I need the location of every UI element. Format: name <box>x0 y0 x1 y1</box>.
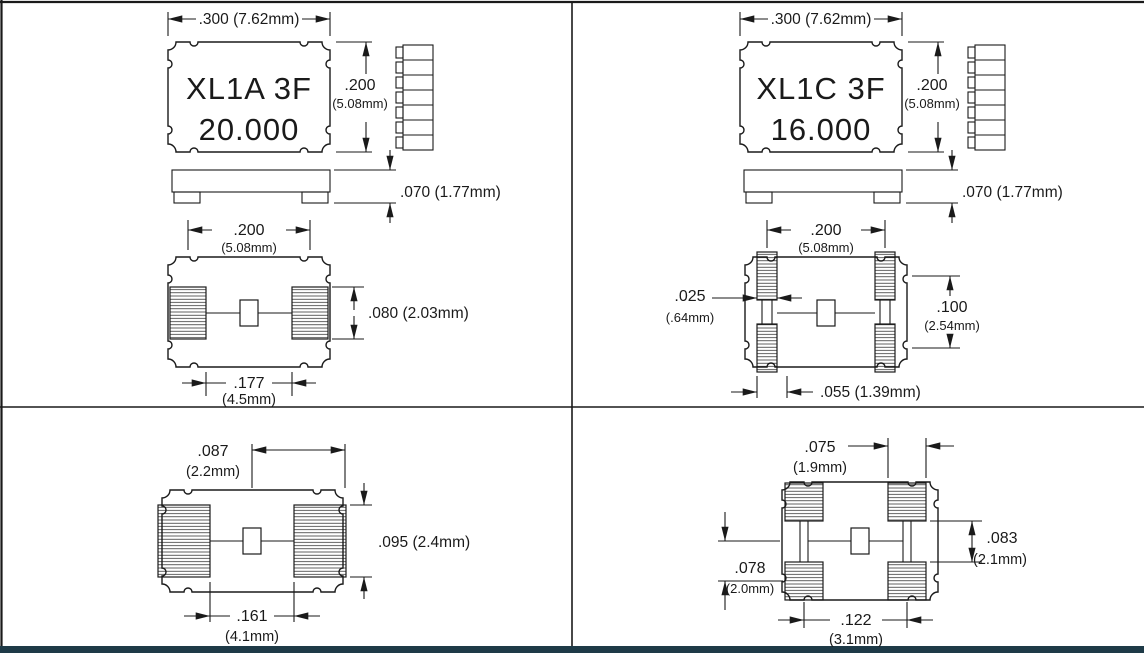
dim-label-mm: (2.0mm) <box>726 581 774 596</box>
xl1c-dim-row-pitch: .100 (2.54mm) <box>912 275 980 349</box>
dim-label-mm: (.64mm) <box>666 310 714 325</box>
xl1a-dim-body-width: .300 (7.62mm) <box>167 11 331 36</box>
dim-label-mm: (2.1mm) <box>973 552 1027 568</box>
land-dim-col-gap: .078 (2.0mm) <box>718 512 783 610</box>
xl1a-bottom-view <box>167 256 331 368</box>
dim-label-in: .087 <box>197 443 228 460</box>
xl1a-end-view <box>395 44 434 151</box>
dim-label-mm: (5.08mm) <box>332 96 388 111</box>
xl1c-side-view <box>743 169 903 204</box>
xl1c-dim-pad-offset: .055 (1.39mm) <box>731 376 921 401</box>
left-pad <box>169 286 207 340</box>
xl1a-dim-body-height: .200 (5.08mm) <box>332 41 388 153</box>
dim-label-mm: (2.54mm) <box>924 318 980 333</box>
dim-label-mm: (2.2mm) <box>186 464 240 480</box>
crystal-element <box>242 527 262 555</box>
right-pad <box>291 286 329 340</box>
dim-label-in: .200 <box>916 77 947 94</box>
land-dim-span: .161 (4.1mm) <box>184 582 320 645</box>
crystal-element <box>239 299 259 327</box>
right-land-pad <box>293 504 347 578</box>
pad-top-left <box>756 251 778 301</box>
xl1a-dim-thickness: .070 (1.77mm) <box>334 150 501 223</box>
land-pad-bottom-left <box>784 561 824 601</box>
xl1c-part-number: XL1C 3F <box>756 71 885 106</box>
xl1c-end-view <box>967 44 1006 151</box>
xl1c-dim-pad-width: .025 (.64mm) <box>666 288 802 325</box>
xl1a-part-number: XL1A 3F <box>186 71 312 106</box>
panel-bottom-left-land-pattern: .087 (2.2mm) .095 (2.4mm) .161 (4.1mm) <box>157 443 470 645</box>
xl1c-dim-body-height: .200 (5.08mm) <box>904 41 960 153</box>
dim-label-in: .177 <box>233 375 264 392</box>
crystal-element <box>850 527 870 555</box>
xl1a-land-pattern <box>157 489 347 593</box>
xl1c-dim-thickness: .070 (1.77mm) <box>906 150 1063 223</box>
pad-bottom-left <box>756 323 778 373</box>
land-dim-gap: .087 (2.2mm) <box>186 443 346 488</box>
land-pad-bottom-right <box>887 561 927 601</box>
land-pad-top-right <box>887 482 927 522</box>
dim-label-mm: (4.1mm) <box>225 629 279 645</box>
land-dim-row-gap: .083 (2.1mm) <box>930 520 1027 568</box>
land-dim-pad-height: .095 (2.4mm) <box>350 483 470 599</box>
dim-label-mm: (5.08mm) <box>904 96 960 111</box>
dim-label-in: .200 <box>810 222 841 239</box>
panel-top-right-xl1c: XL1C 3F 16.000 .300 (7.62mm) .200 (5.08m… <box>666 11 1063 401</box>
xl1a-dim-pad-height: .080 (2.03mm) <box>332 286 469 340</box>
land-dim-pad-width: .075 (1.9mm) <box>793 438 954 478</box>
pad-top-right <box>874 251 896 301</box>
xl1c-dim-pad-pitch: .200 (5.08mm) <box>766 220 886 255</box>
panel-bottom-right-land-pattern: .075 (1.9mm) .083 (2.1mm) .078 (2.0mm) <box>718 438 1027 648</box>
dim-label-mm: (4.5mm) <box>222 392 276 408</box>
dim-label: .300 (7.62mm) <box>199 11 300 28</box>
dim-label-in: .083 <box>986 530 1017 547</box>
xl1c-top-view: XL1C 3F 16.000 <box>739 41 903 153</box>
dim-label-in: .025 <box>674 288 705 305</box>
xl1c-frequency: 16.000 <box>771 112 872 147</box>
dim-label-mm: (1.9mm) <box>793 460 847 476</box>
dim-label: .070 (1.77mm) <box>962 184 1063 201</box>
dim-label-in: .122 <box>840 612 871 629</box>
dim-label-mm: (5.08mm) <box>798 240 854 255</box>
dim-label-in: .075 <box>804 439 835 456</box>
dim-label: .080 (2.03mm) <box>368 305 469 322</box>
bottom-bar <box>0 646 1144 653</box>
dim-label-in: .100 <box>936 299 967 316</box>
xl1a-frequency: 20.000 <box>199 112 300 147</box>
panel-top-left-xl1a: XL1A 3F 20.000 .300 (7.62mm) .200 (5.08m… <box>167 11 501 408</box>
land-pad-top-left <box>784 482 824 522</box>
dim-label-in: .200 <box>344 77 375 94</box>
dim-label-in: .161 <box>236 608 267 625</box>
dim-label: .070 (1.77mm) <box>400 184 501 201</box>
xl1c-bottom-view <box>744 251 908 373</box>
dim-label-mm: (3.1mm) <box>829 632 883 648</box>
pad-bottom-right <box>874 323 896 373</box>
crystal-element <box>816 299 836 327</box>
dim-label-in: .200 <box>233 222 264 239</box>
xl1a-dim-pad-pitch: .200 (5.08mm) <box>187 220 311 255</box>
xl1c-dim-body-width: .300 (7.62mm) <box>739 11 903 36</box>
dim-label-mm: (5.08mm) <box>221 240 277 255</box>
dim-label: .095 (2.4mm) <box>378 534 470 551</box>
xl1a-side-view <box>171 169 331 204</box>
dim-label: .300 (7.62mm) <box>771 11 872 28</box>
xl1c-land-pattern <box>781 481 939 601</box>
dim-label: .055 (1.39mm) <box>820 384 921 401</box>
dim-label-in: .078 <box>734 560 765 577</box>
land-dim-span: .122 (3.1mm) <box>778 602 933 648</box>
left-land-pad <box>157 504 211 578</box>
xl1a-dim-pad-span: .177 (4.5mm) <box>182 372 316 408</box>
xl1a-top-view: XL1A 3F 20.000 <box>167 41 331 153</box>
